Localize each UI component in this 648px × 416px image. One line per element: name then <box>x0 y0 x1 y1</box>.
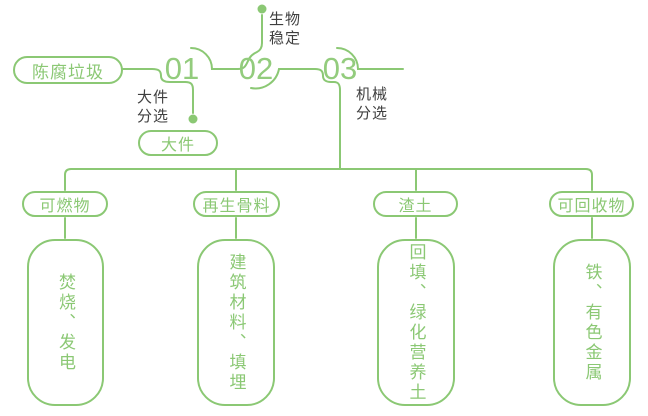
step-label-bulky-sorting: 大件 分选 <box>137 89 170 125</box>
detail-text: 回填、绿化营养土 <box>406 242 426 403</box>
category-node-slag-soil: 渣土 <box>373 191 458 217</box>
pill-box-connectors <box>64 217 593 239</box>
bulky-output-node: 大件 <box>138 130 218 156</box>
distribution-bar <box>64 168 593 191</box>
source-label: 陈腐垃圾 <box>32 62 104 82</box>
step-number-03: 03 <box>322 51 358 86</box>
category-label: 可燃物 <box>39 198 91 215</box>
detail-box-combustible: 焚烧、发电 <box>27 239 104 406</box>
category-label: 渣土 <box>398 198 433 215</box>
step-label-mechanical-sorting: 机械 分选 <box>356 86 389 122</box>
bulky-output-label: 大件 <box>160 137 195 154</box>
step-label-bio-stabilization: 生物 稳定 <box>269 11 302 47</box>
detail-box-recyclable: 铁、有色金属 <box>553 239 631 406</box>
detail-text: 焚烧、发电 <box>56 272 75 373</box>
bulky-branch-dot <box>188 114 198 124</box>
detail-box-slag-soil: 回填、绿化营养土 <box>377 239 455 406</box>
step-number-01: 01 <box>164 51 200 86</box>
detail-box-recycled-aggregate: 建筑材料、填埋 <box>197 239 275 406</box>
category-node-recycled-aggregate: 再生骨料 <box>193 191 280 217</box>
source-node: 陈腐垃圾 <box>13 56 123 84</box>
category-label: 可回收物 <box>557 198 626 215</box>
category-label: 再生骨料 <box>202 198 271 215</box>
detail-text: 铁、有色金属 <box>582 262 602 383</box>
category-node-combustible: 可燃物 <box>22 191 108 217</box>
detail-text: 建筑材料、填埋 <box>226 252 246 393</box>
bio-branch-dot <box>257 4 267 14</box>
category-node-recyclable: 可回收物 <box>549 191 634 217</box>
step-number-02: 02 <box>238 51 274 86</box>
